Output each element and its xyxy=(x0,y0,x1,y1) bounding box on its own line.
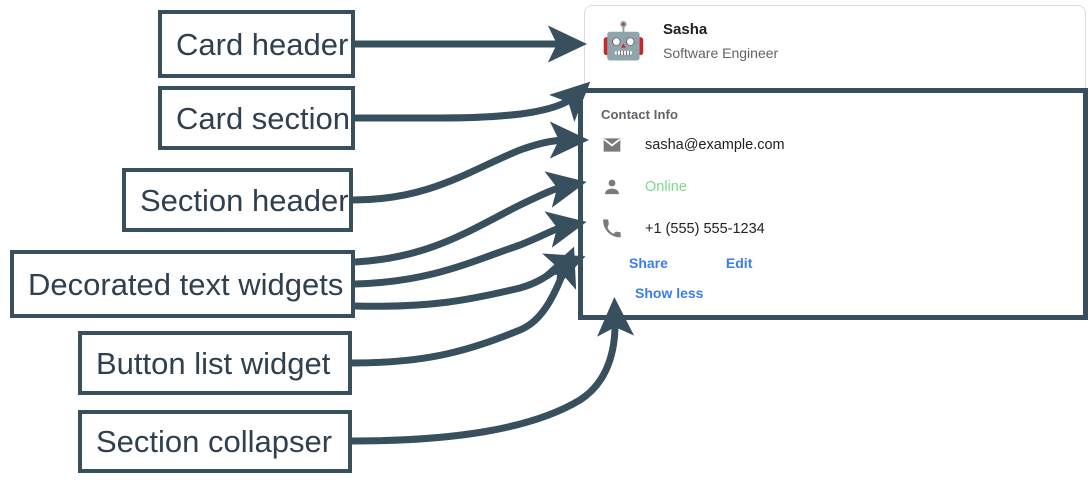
decorated-text-widget-phone[interactable]: +1 (555) 555-1234 xyxy=(601,209,1083,249)
phone-icon xyxy=(601,218,623,240)
label-box-decorated-text-widgets: Decorated text widgets xyxy=(10,250,355,318)
show-less-collapser[interactable]: Show less xyxy=(635,285,704,301)
arrow-dtw-3 xyxy=(354,253,586,310)
label-text-button-list-widget: Button list widget xyxy=(96,345,331,381)
arrow-dtw-1 xyxy=(354,171,587,266)
arrow-dtw-2 xyxy=(354,211,587,288)
label-text-card-section: Card section xyxy=(176,100,351,136)
arrow-section-collapser xyxy=(351,297,635,445)
email-icon xyxy=(601,134,623,156)
decorated-text-widget-status[interactable]: Online xyxy=(601,167,1083,207)
card-header-title: Sasha xyxy=(663,20,708,38)
label-box-button-list-widget: Button list widget xyxy=(78,331,352,395)
decorated-text-email: sasha@example.com xyxy=(645,137,785,153)
section-header: Contact Info xyxy=(601,107,679,122)
share-button[interactable]: Share xyxy=(629,255,668,271)
label-text-decorated-text-widgets: Decorated text widgets xyxy=(28,266,344,302)
button-list-widget: Share Edit xyxy=(601,253,1083,273)
person-icon xyxy=(601,176,623,198)
robot-avatar-icon: 🤖 xyxy=(601,20,646,61)
arrow-section-header xyxy=(352,121,590,204)
label-box-card-header: Card header xyxy=(158,10,355,78)
label-text-section-header: Section header xyxy=(140,182,349,218)
arrow-card-section xyxy=(355,81,591,122)
card-section-inner: Contact Info sasha@example.com xyxy=(583,93,1083,303)
label-box-section-collapser: Section collapser xyxy=(78,410,352,473)
label-text-section-collapser: Section collapser xyxy=(96,424,333,459)
arrow-button-list xyxy=(351,246,577,367)
decorated-text-phone: +1 (555) 555-1234 xyxy=(645,221,765,237)
card-header-subtitle: Software Engineer xyxy=(663,44,779,61)
label-text-card-header: Card header xyxy=(176,26,349,62)
card-header-text: Sasha Software Engineer xyxy=(663,20,778,63)
card-header: 🤖 Sasha Software Engineer xyxy=(585,6,1085,76)
label-box-section-header: Section header xyxy=(122,168,353,232)
card-section: Contact Info sasha@example.com xyxy=(578,88,1088,320)
decorated-text-widget-email[interactable]: sasha@example.com xyxy=(601,125,1083,165)
edit-button[interactable]: Edit xyxy=(725,255,753,271)
label-box-card-section: Card section xyxy=(158,86,355,150)
decorated-text-status: Online xyxy=(645,179,687,195)
